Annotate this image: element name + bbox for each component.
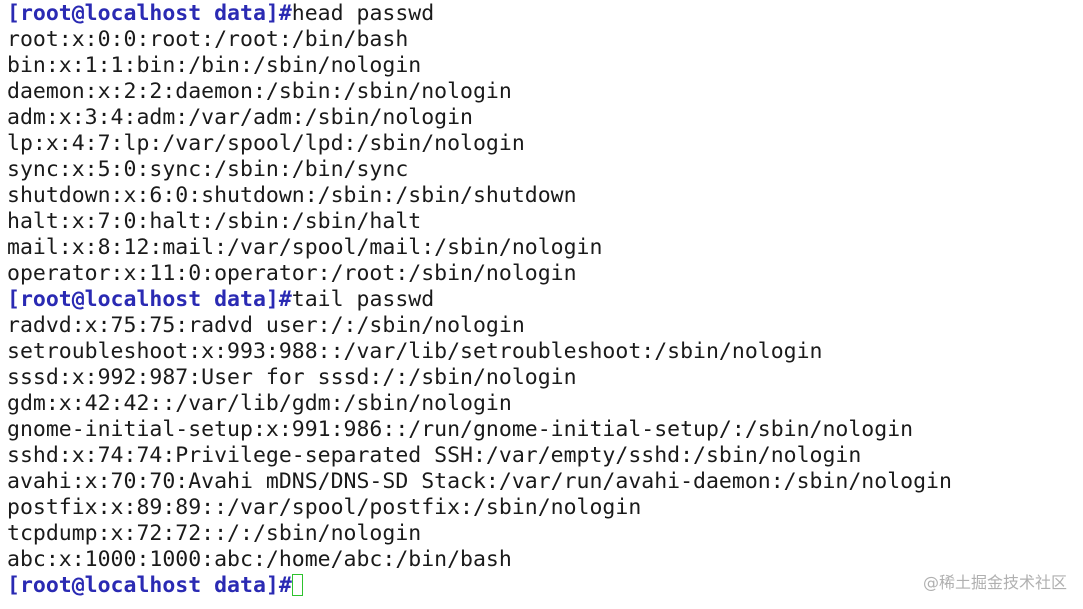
output-line: abc:x:1000:1000:abc:/home/abc:/bin/bash (7, 547, 512, 572)
output-line: setroubleshoot:x:993:988::/var/lib/setro… (7, 339, 823, 364)
output-line: tcpdump:x:72:72::/:/sbin/nologin (7, 521, 422, 546)
command-line-head: [root@localhost data]#head passwd (7, 1, 1077, 27)
output-line: radvd:x:75:75:radvd user:/:/sbin/nologin (7, 313, 525, 338)
output-line: lp:x:4:7:lp:/var/spool/lpd:/sbin/nologin (7, 131, 525, 156)
output-line: root:x:0:0:root:/root:/bin/bash (7, 27, 409, 52)
output-line: daemon:x:2:2:daemon:/sbin:/sbin/nologin (7, 79, 512, 104)
output-line: sshd:x:74:74:Privilege-separated SSH:/va… (7, 443, 862, 468)
shell-prompt: [root@localhost data]# (7, 1, 292, 26)
output-line: bin:x:1:1:bin:/bin:/sbin/nologin (7, 53, 422, 78)
output-line: gnome-initial-setup:x:991:986::/run/gnom… (7, 417, 914, 442)
output-line: sync:x:5:0:sync:/sbin:/bin/sync (7, 157, 409, 182)
watermark: @稀土掘金技术社区 (922, 573, 1067, 592)
output-line: avahi:x:70:70:Avahi mDNS/DNS-SD Stack:/v… (7, 469, 952, 494)
command-line-input[interactable]: [root@localhost data]# (7, 573, 1077, 599)
command-text: head passwd (291, 1, 435, 26)
command-line-tail: [root@localhost data]#tail passwd (7, 287, 1077, 313)
output-line: adm:x:3:4:adm:/var/adm:/sbin/nologin (7, 105, 473, 130)
output-line: operator:x:11:0:operator:/root:/sbin/nol… (7, 261, 577, 286)
output-line: halt:x:7:0:halt:/sbin:/sbin/halt (7, 209, 422, 234)
output-line: sssd:x:992:987:User for sssd:/:/sbin/nol… (7, 365, 577, 390)
output-line: mail:x:8:12:mail:/var/spool/mail:/sbin/n… (7, 235, 603, 260)
output-line: shutdown:x:6:0:shutdown:/sbin:/sbin/shut… (7, 183, 577, 208)
output-line: gdm:x:42:42::/var/lib/gdm:/sbin/nologin (7, 391, 512, 416)
terminal-window[interactable]: [root@localhost data]#head passwd root:x… (7, 1, 1077, 599)
command-text: tail passwd (291, 287, 435, 312)
shell-prompt: [root@localhost data]# (7, 287, 292, 312)
output-line: postfix:x:89:89::/var/spool/postfix:/sbi… (7, 495, 642, 520)
shell-prompt: [root@localhost data]# (7, 573, 292, 598)
text-cursor[interactable] (291, 574, 303, 596)
